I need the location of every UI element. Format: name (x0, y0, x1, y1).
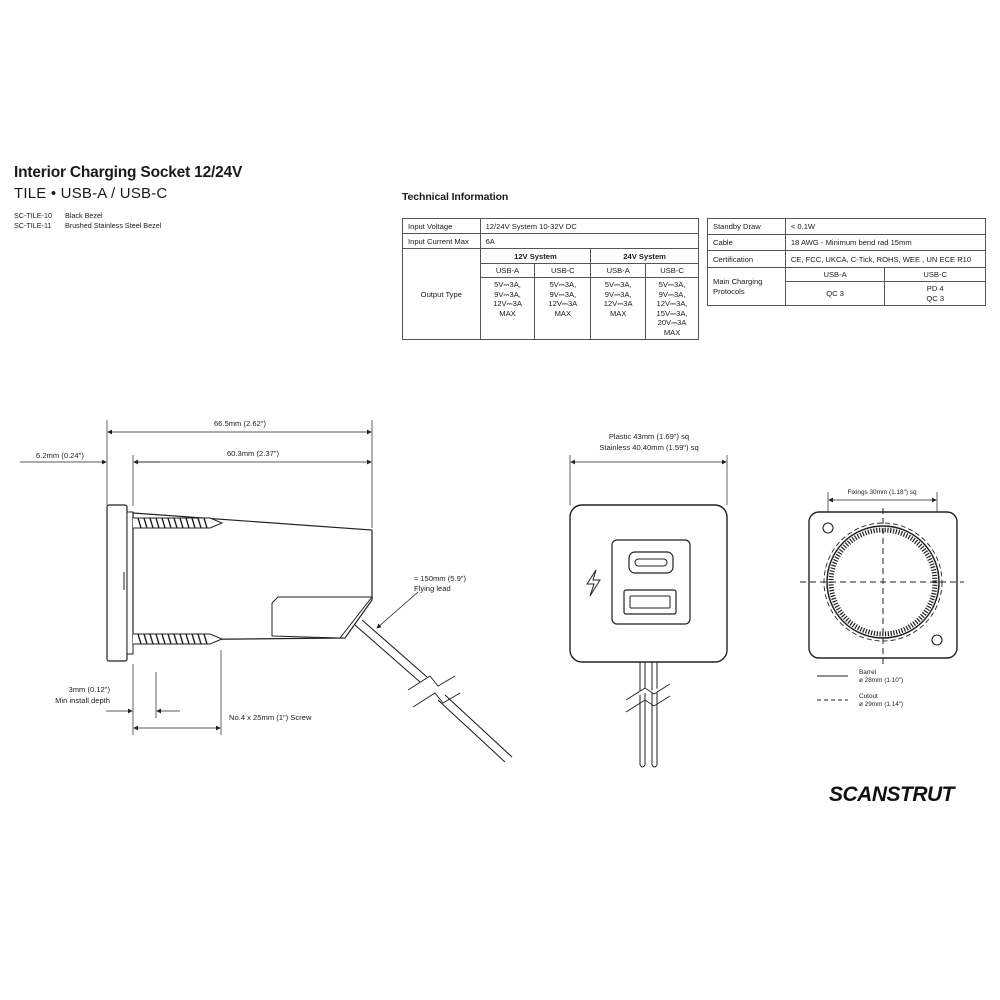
brand-logo: SCANSTRUT (829, 783, 955, 806)
variant-code: SC-TILE-11 (14, 221, 52, 230)
tech-heading: Technical Information (402, 191, 509, 203)
table-row: Certification CE, FCC, UKCA, C-Tick, ROH… (707, 250, 987, 268)
port-housing (611, 539, 691, 625)
variant-code: SC-TILE-10 (14, 211, 52, 220)
fixing-hole (822, 522, 834, 534)
cutout-label: Cutout (859, 693, 878, 700)
front-lead (639, 662, 658, 765)
flying-lead (354, 619, 428, 683)
dim-overall: 66.5mm (2.62") (214, 419, 267, 428)
lead-label: Flying lead (414, 584, 451, 593)
dim-body: 60.3mm (2.37") (227, 449, 280, 458)
table-row: Input Voltage 12/24V System 10-32V DC (402, 218, 700, 234)
dim-stainless: Stainless 40.40mm (1.59") sq (599, 443, 698, 452)
screw-bottom (133, 633, 224, 645)
lightning-icon (586, 569, 601, 597)
rear-view (800, 492, 964, 701)
variant-description: Black Bezel (65, 211, 103, 220)
page-subtitle: TILE • USB-A / USB-C (14, 185, 168, 202)
page-title: Interior Charging Socket 12/24V (14, 164, 243, 181)
tech-table-main: Input Voltage 12/24V System 10-32V DC In… (402, 218, 700, 340)
variant-row: SC-TILE-10 Black Bezel (14, 211, 161, 221)
dim-bezel: 6.2mm (0.24") (36, 451, 84, 460)
dim-fixings: Fixings 30mm (1.18") sq (847, 489, 916, 496)
table-row: Cable 18 AWG - Minimum bend rad 15mm (707, 234, 987, 251)
side-view (20, 420, 513, 763)
variant-description: Brushed Stainless Steel Bezel (65, 221, 162, 230)
dim-min-depth: 3mm (0.12") (68, 685, 110, 694)
min-depth-label: Min install depth (55, 696, 110, 705)
table-cell: Main Charging Protocols (707, 267, 786, 306)
table-row: USB-A USB-C USB-A USB-C (403, 263, 699, 278)
cutout-value: ø 29mm (1.14") (859, 701, 903, 708)
usb-c-port (628, 551, 674, 574)
table-row: Standby Draw < 0.1W (707, 218, 987, 235)
fixing-hole (931, 634, 943, 646)
dim-plastic: Plastic 43mm (1.69") sq (609, 432, 689, 441)
variant-list: SC-TILE-10 Black Bezel SC-TILE-11 Brushed … (14, 211, 161, 231)
table-cell: QC 3 (784, 281, 886, 306)
screw-top (133, 517, 224, 529)
tech-table-secondary: Standby Draw < 0.1W Cable 18 AWG - Minim… (707, 218, 987, 306)
table-row: Main Charging Protocols USB-A USB-C (707, 267, 986, 306)
table-row: Output Type 12V System 24V System (402, 248, 699, 340)
dim-lead-length: ≈ 150mm (5.9") (414, 574, 466, 583)
variant-row: SC-TILE-11 Brushed Stainless Steel Bezel (14, 221, 161, 231)
front-view (569, 455, 728, 768)
dim-screw: No.4 x 25mm (1") Screw (229, 713, 312, 722)
usb-a-port (623, 589, 677, 615)
barrel-label: Barrel (859, 669, 876, 676)
barrel-value: ø 28mm (1.10") (859, 677, 903, 684)
